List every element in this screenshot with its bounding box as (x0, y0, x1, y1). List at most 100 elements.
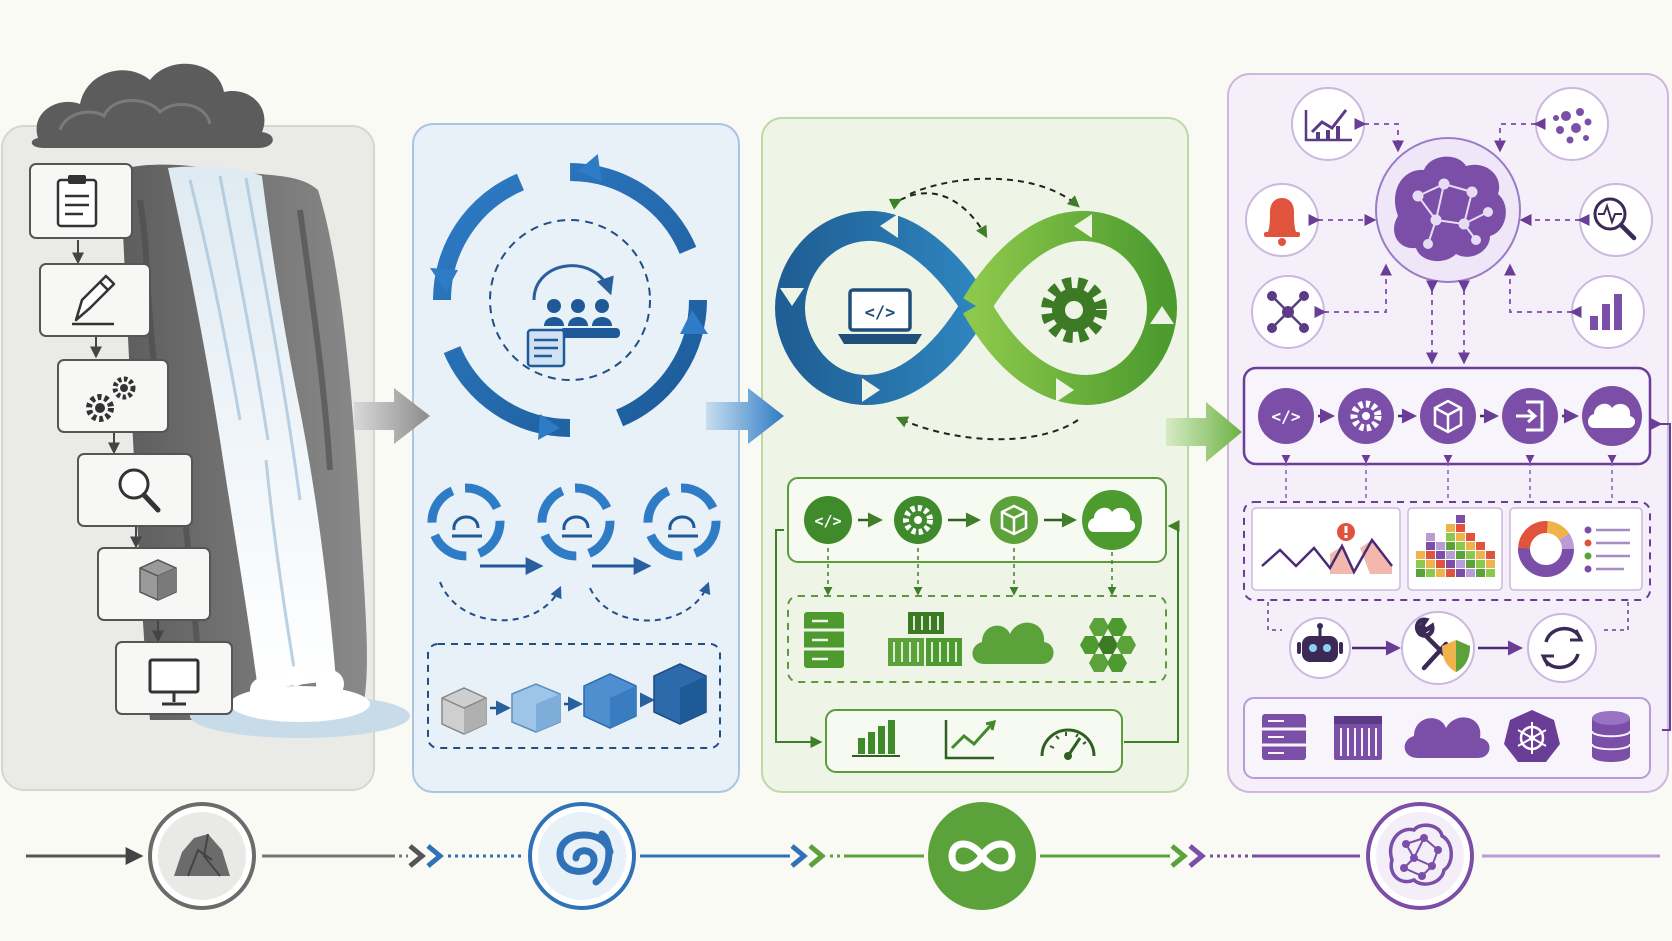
heatmap-cell (1456, 515, 1465, 523)
heatmap-cell (1456, 551, 1465, 559)
box-icon (139, 559, 177, 601)
heatmap-cell (1426, 551, 1435, 559)
storage-array-icon (1334, 716, 1382, 760)
devops-panel (761, 117, 1189, 793)
heatmap-cell (1436, 542, 1445, 550)
transition-arrow-devops-aiops (1166, 402, 1242, 462)
waterfall-step-maintenance (115, 641, 233, 715)
devops-infinity-loop: </> (774, 177, 1178, 441)
heatmap-cell (1426, 569, 1435, 577)
wrench-shield-icon (1401, 611, 1475, 685)
package-icon (1420, 388, 1476, 444)
line-chart-icon (944, 719, 997, 760)
spiral-icon (556, 830, 614, 886)
waterfall-step-development (57, 359, 169, 433)
stage-badge-waterfall[interactable] (148, 802, 256, 910)
iteration-1 (427, 483, 505, 561)
cloud-icon (1404, 717, 1490, 758)
heatmap-cell (1456, 524, 1465, 532)
heatmap-icon (1407, 507, 1503, 591)
code-icon: </> (804, 496, 852, 544)
devops-monitoring (775, 520, 1180, 773)
heatmap-cell (1416, 569, 1425, 577)
transition-arrow-waterfall-agile (354, 388, 430, 444)
stage-badge-aiops[interactable] (1366, 802, 1474, 910)
cloud-icon (972, 622, 1054, 664)
iteration-3 (643, 483, 721, 561)
aiops-satellites (1245, 87, 1653, 365)
cloud-icon (1082, 490, 1142, 550)
heatmap-cell (1446, 560, 1455, 568)
heatmap-cell (1466, 533, 1475, 541)
aiops-observability (1243, 501, 1651, 601)
heatmap-cell (1456, 560, 1465, 568)
heatmap-cell (1476, 551, 1485, 559)
rock-icon (174, 833, 230, 877)
heatmap-cell (1436, 569, 1445, 577)
team-standup-icon (526, 264, 620, 368)
deploy-icon (1502, 388, 1558, 444)
network-icon (1251, 275, 1325, 349)
agile-iterations (427, 483, 721, 622)
heatmap-cell (1466, 569, 1475, 577)
agile-delivery-pipeline (427, 643, 721, 749)
search-pulse-icon (1579, 183, 1653, 257)
anomaly-line-chart-icon (1251, 507, 1401, 591)
infinity-icon (948, 840, 1016, 872)
heatmap-cell (1456, 542, 1465, 550)
molecule-icon (1535, 87, 1609, 161)
waterfall-step-deployment (97, 547, 211, 621)
heatmap-cell (1436, 560, 1445, 568)
bar-chart-icon (852, 720, 900, 757)
heatmap-cell (1476, 560, 1485, 568)
svg-text:</>: </> (1272, 407, 1301, 426)
iteration-2 (537, 483, 615, 561)
heatmap-cell (1466, 551, 1475, 559)
line-chart-icon (1291, 87, 1365, 161)
waterfall-step-testing (77, 453, 193, 527)
heatmap-cell (1446, 524, 1455, 532)
aiops-cicd-pipeline: </> (1242, 366, 1652, 500)
clipboard-icon (56, 175, 98, 228)
heatmap-cell (1466, 542, 1475, 550)
cube-icon (583, 673, 637, 729)
refresh-icon (1527, 613, 1597, 683)
heatmap-cell (1446, 569, 1455, 577)
server-icon (1262, 714, 1306, 760)
heatmap-cell (1426, 533, 1435, 541)
hexagon-cluster-icon (1080, 618, 1136, 672)
container-icon (888, 612, 962, 666)
heatmap-cell (1466, 560, 1475, 568)
heatmap-cell (1446, 542, 1455, 550)
storm-cloud (31, 63, 273, 148)
bell-icon (1245, 183, 1319, 257)
package-icon (990, 496, 1038, 544)
heatmap-cell (1476, 542, 1485, 550)
heatmap-cell (1426, 542, 1435, 550)
heatmap-cell (1416, 560, 1425, 568)
aiops-infrastructure (1243, 418, 1671, 779)
heatmap-cell (1486, 551, 1495, 559)
heatmap-cell (1456, 533, 1465, 541)
gear-icon (1041, 277, 1107, 343)
brain-network-icon (1388, 823, 1453, 886)
heatmap-cell (1476, 569, 1485, 577)
robot-icon (1289, 617, 1351, 679)
gears-icon (86, 376, 136, 422)
donut-chart-icon (1509, 507, 1643, 591)
stage-badge-agile[interactable] (528, 802, 636, 910)
monitor-icon (148, 658, 200, 706)
agile-sprint-cycle (430, 153, 708, 440)
devops-ci-pipeline: </> (787, 477, 1167, 596)
cube-dark-icon (653, 663, 707, 725)
svg-text:</>: </> (814, 512, 841, 530)
gear-icon (894, 496, 942, 544)
waterfall-stream (168, 166, 410, 738)
stage-badge-devops[interactable] (928, 802, 1036, 910)
aiops-brain-hub (1375, 137, 1521, 283)
heatmap-cell (1426, 560, 1435, 568)
heatmap-cell (1486, 560, 1495, 568)
pencil-icon (72, 274, 116, 326)
gauge-icon (1040, 728, 1096, 760)
